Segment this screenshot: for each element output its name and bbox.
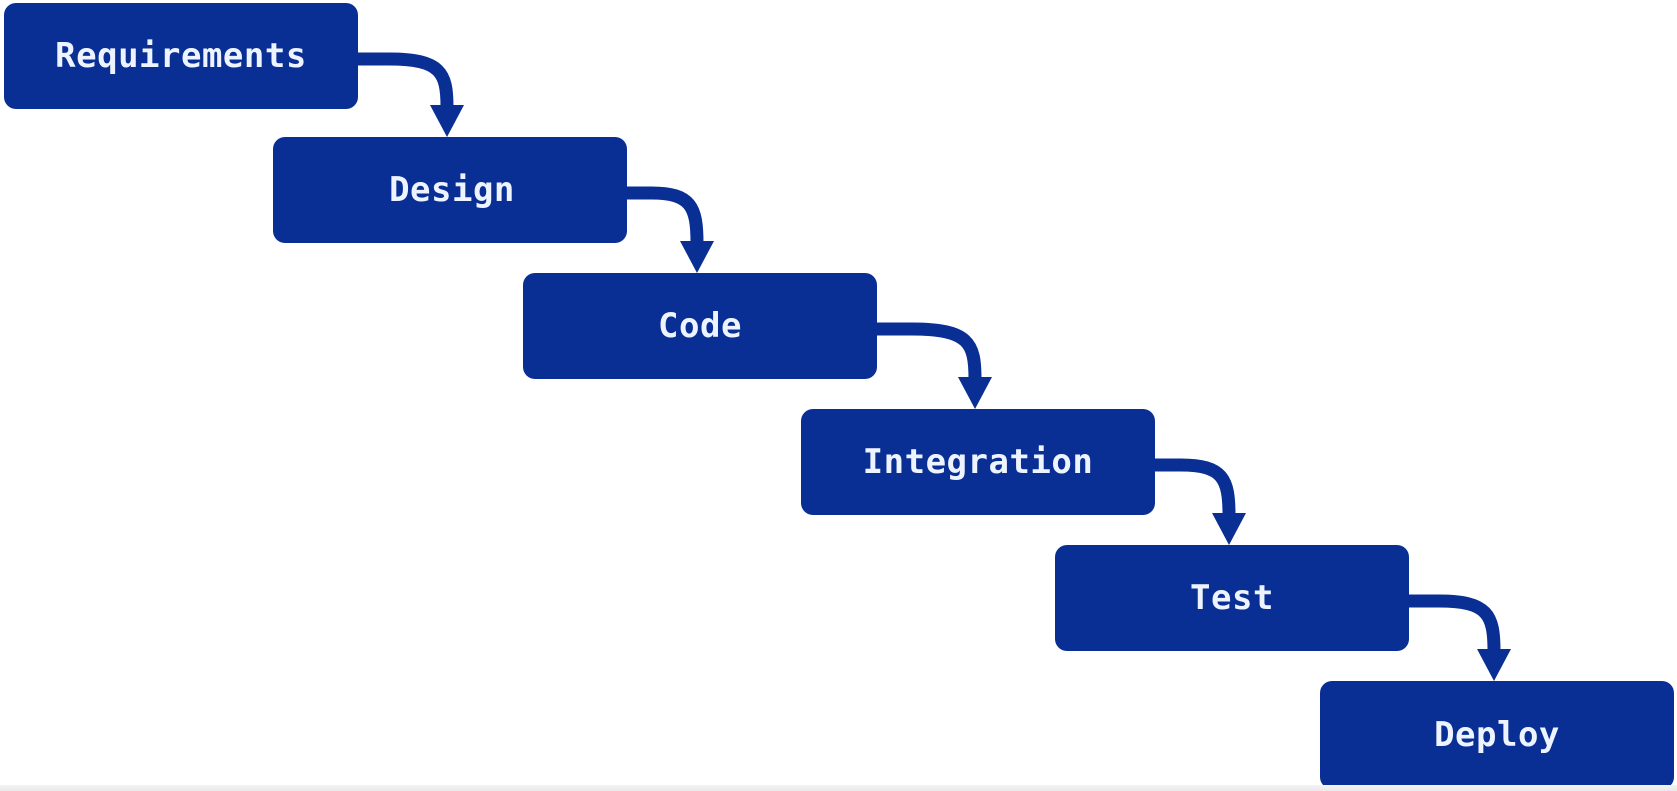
connector-shaft <box>356 52 454 108</box>
bottom-edge-strip <box>0 785 1677 791</box>
arrowhead-icon <box>1212 513 1246 545</box>
step-label: Integration <box>862 442 1094 482</box>
step-label: Requirements <box>55 36 307 76</box>
step-label: Test <box>1190 578 1274 618</box>
step-label: Code <box>658 306 742 346</box>
step-requirements: Requirements <box>4 3 358 109</box>
connector-arrow <box>875 322 992 409</box>
arrowhead-icon <box>958 377 992 409</box>
connector-shaft <box>1153 458 1236 516</box>
connector-arrow <box>1153 458 1246 545</box>
connector-arrow <box>356 52 464 137</box>
connector-arrow <box>625 186 714 273</box>
step-integration: Integration <box>801 409 1155 515</box>
arrowhead-icon <box>1477 649 1511 681</box>
step-design: Design <box>273 137 627 243</box>
connector-arrow <box>1407 594 1511 681</box>
step-label: Design <box>389 170 515 210</box>
connector-shaft <box>1407 594 1501 652</box>
arrowhead-icon <box>430 105 464 137</box>
step-test: Test <box>1055 545 1409 651</box>
connector-shaft <box>875 322 982 380</box>
arrowhead-icon <box>680 241 714 273</box>
connector-shaft <box>625 186 704 244</box>
step-code: Code <box>523 273 877 379</box>
step-label: Deploy <box>1434 715 1560 755</box>
step-deploy: Deploy <box>1320 681 1674 789</box>
